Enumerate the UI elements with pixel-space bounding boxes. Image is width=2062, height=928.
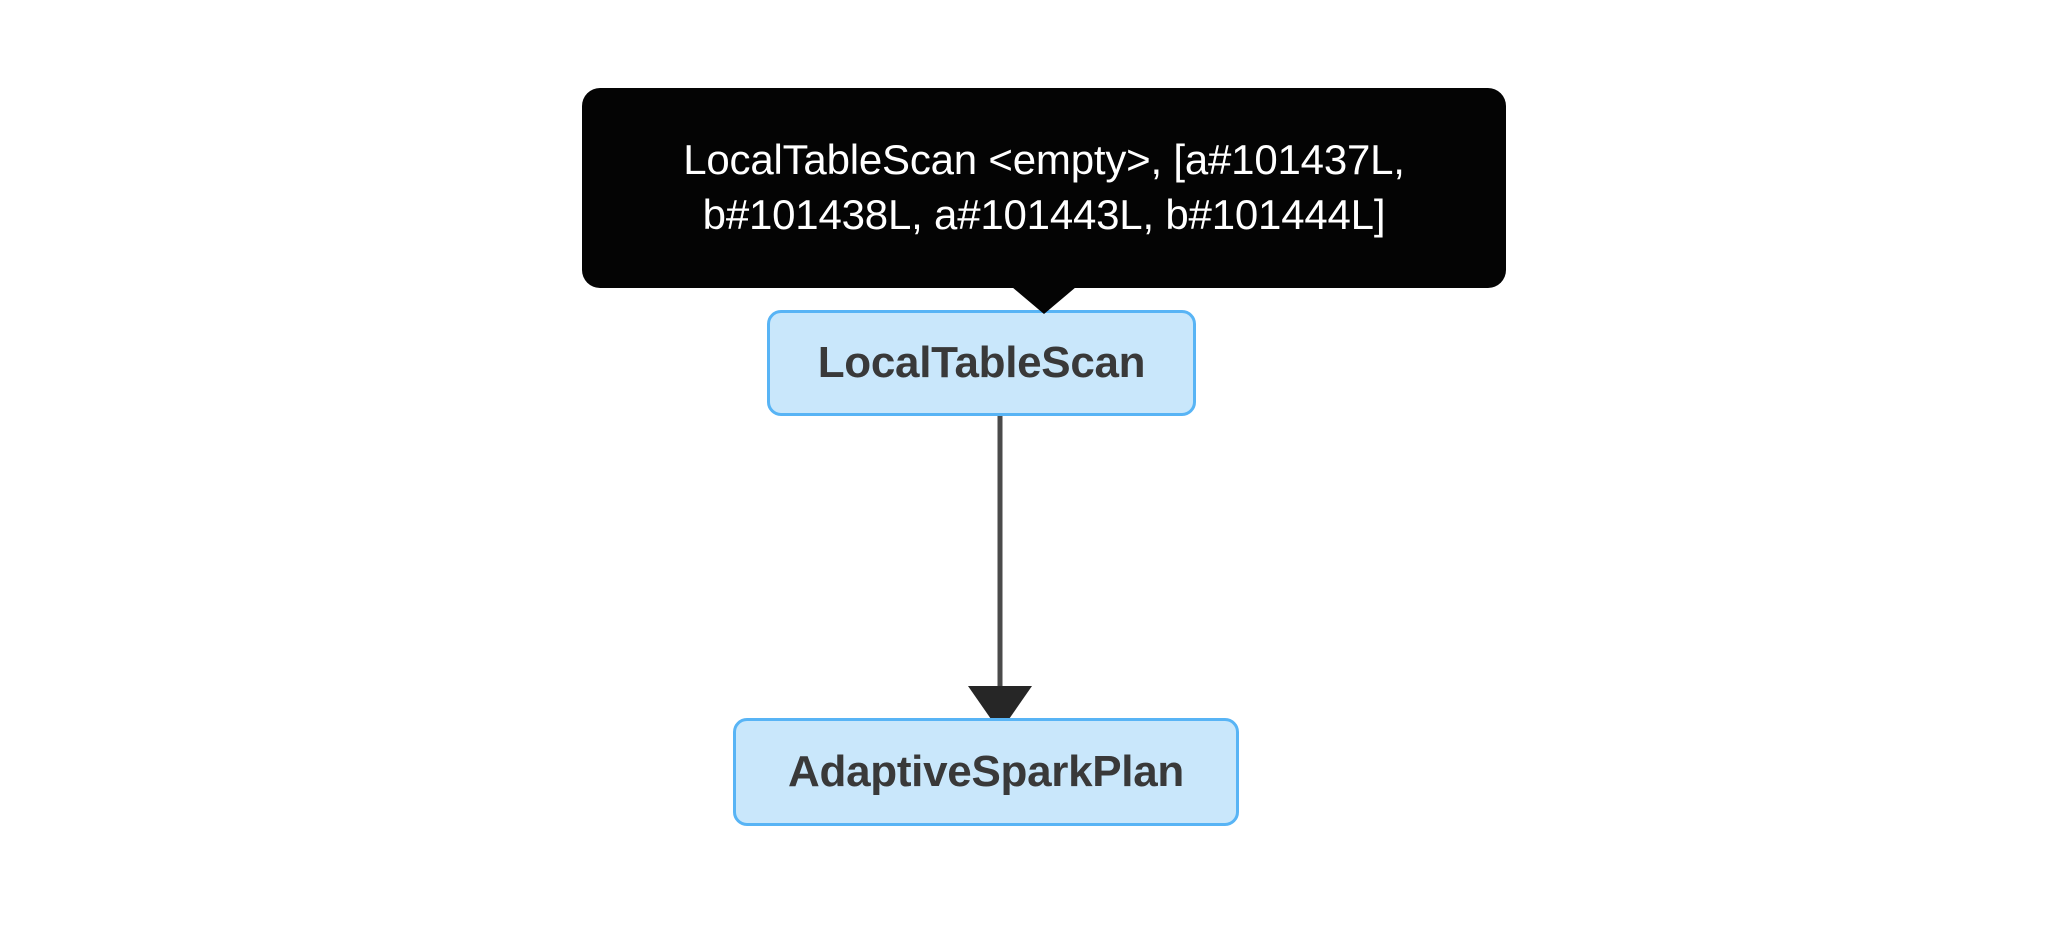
node-tooltip-text: LocalTableScan <empty>, [a#101437L, b#10… — [683, 136, 1405, 238]
plan-node-label: LocalTableScan — [817, 338, 1146, 387]
edge-localtablescan-to-adaptivesparkplan — [968, 416, 1032, 732]
tooltip-tail-icon — [1012, 287, 1076, 314]
node-tooltip: LocalTableScan <empty>, [a#101437L, b#10… — [582, 88, 1506, 314]
plan-node-adaptivesparkplan[interactable]: AdaptiveSparkPlan — [733, 718, 1239, 826]
plan-node-localtablescan[interactable]: LocalTableScan — [767, 310, 1196, 416]
plan-node-label: AdaptiveSparkPlan — [788, 747, 1184, 796]
